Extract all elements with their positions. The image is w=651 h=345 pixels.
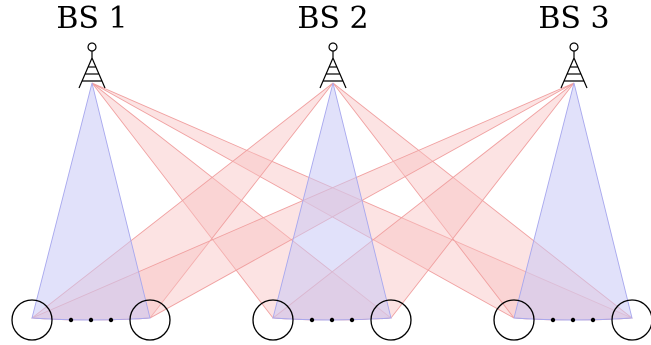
ellipsis-dot <box>570 317 576 323</box>
user-group-2 <box>252 299 412 341</box>
beam-layer <box>30 82 634 321</box>
ellipsis-dot <box>108 317 114 323</box>
ellipsis-dot <box>309 317 315 323</box>
bs-1-label: BS 1 <box>56 1 127 36</box>
user-circle-left <box>252 299 294 341</box>
user-layer <box>11 299 651 341</box>
user-group-1 <box>11 299 171 341</box>
ellipsis-dot <box>329 317 335 323</box>
user-circle-right <box>129 299 171 341</box>
ellipsis-dot <box>550 317 556 323</box>
bs-3-label: BS 3 <box>538 1 609 36</box>
base-station-1: BS 1 <box>56 1 128 89</box>
user-circle-right <box>370 299 412 341</box>
antenna-tower-icon <box>560 42 588 89</box>
user-circle-left <box>11 299 53 341</box>
user-group-3 <box>493 299 651 341</box>
ellipsis-dot <box>349 317 355 323</box>
ellipsis-dot <box>68 317 74 323</box>
ellipsis-dot <box>88 317 94 323</box>
base-station-2: BS 2 <box>297 1 369 89</box>
base-station-3: BS 3 <box>538 1 610 89</box>
antenna-tower-icon <box>319 42 347 89</box>
ellipsis-dot <box>590 317 596 323</box>
user-circle-left <box>493 299 535 341</box>
bs-2-label: BS 2 <box>297 1 368 36</box>
user-circle-right <box>611 299 651 341</box>
antenna-tower-icon <box>78 42 106 89</box>
